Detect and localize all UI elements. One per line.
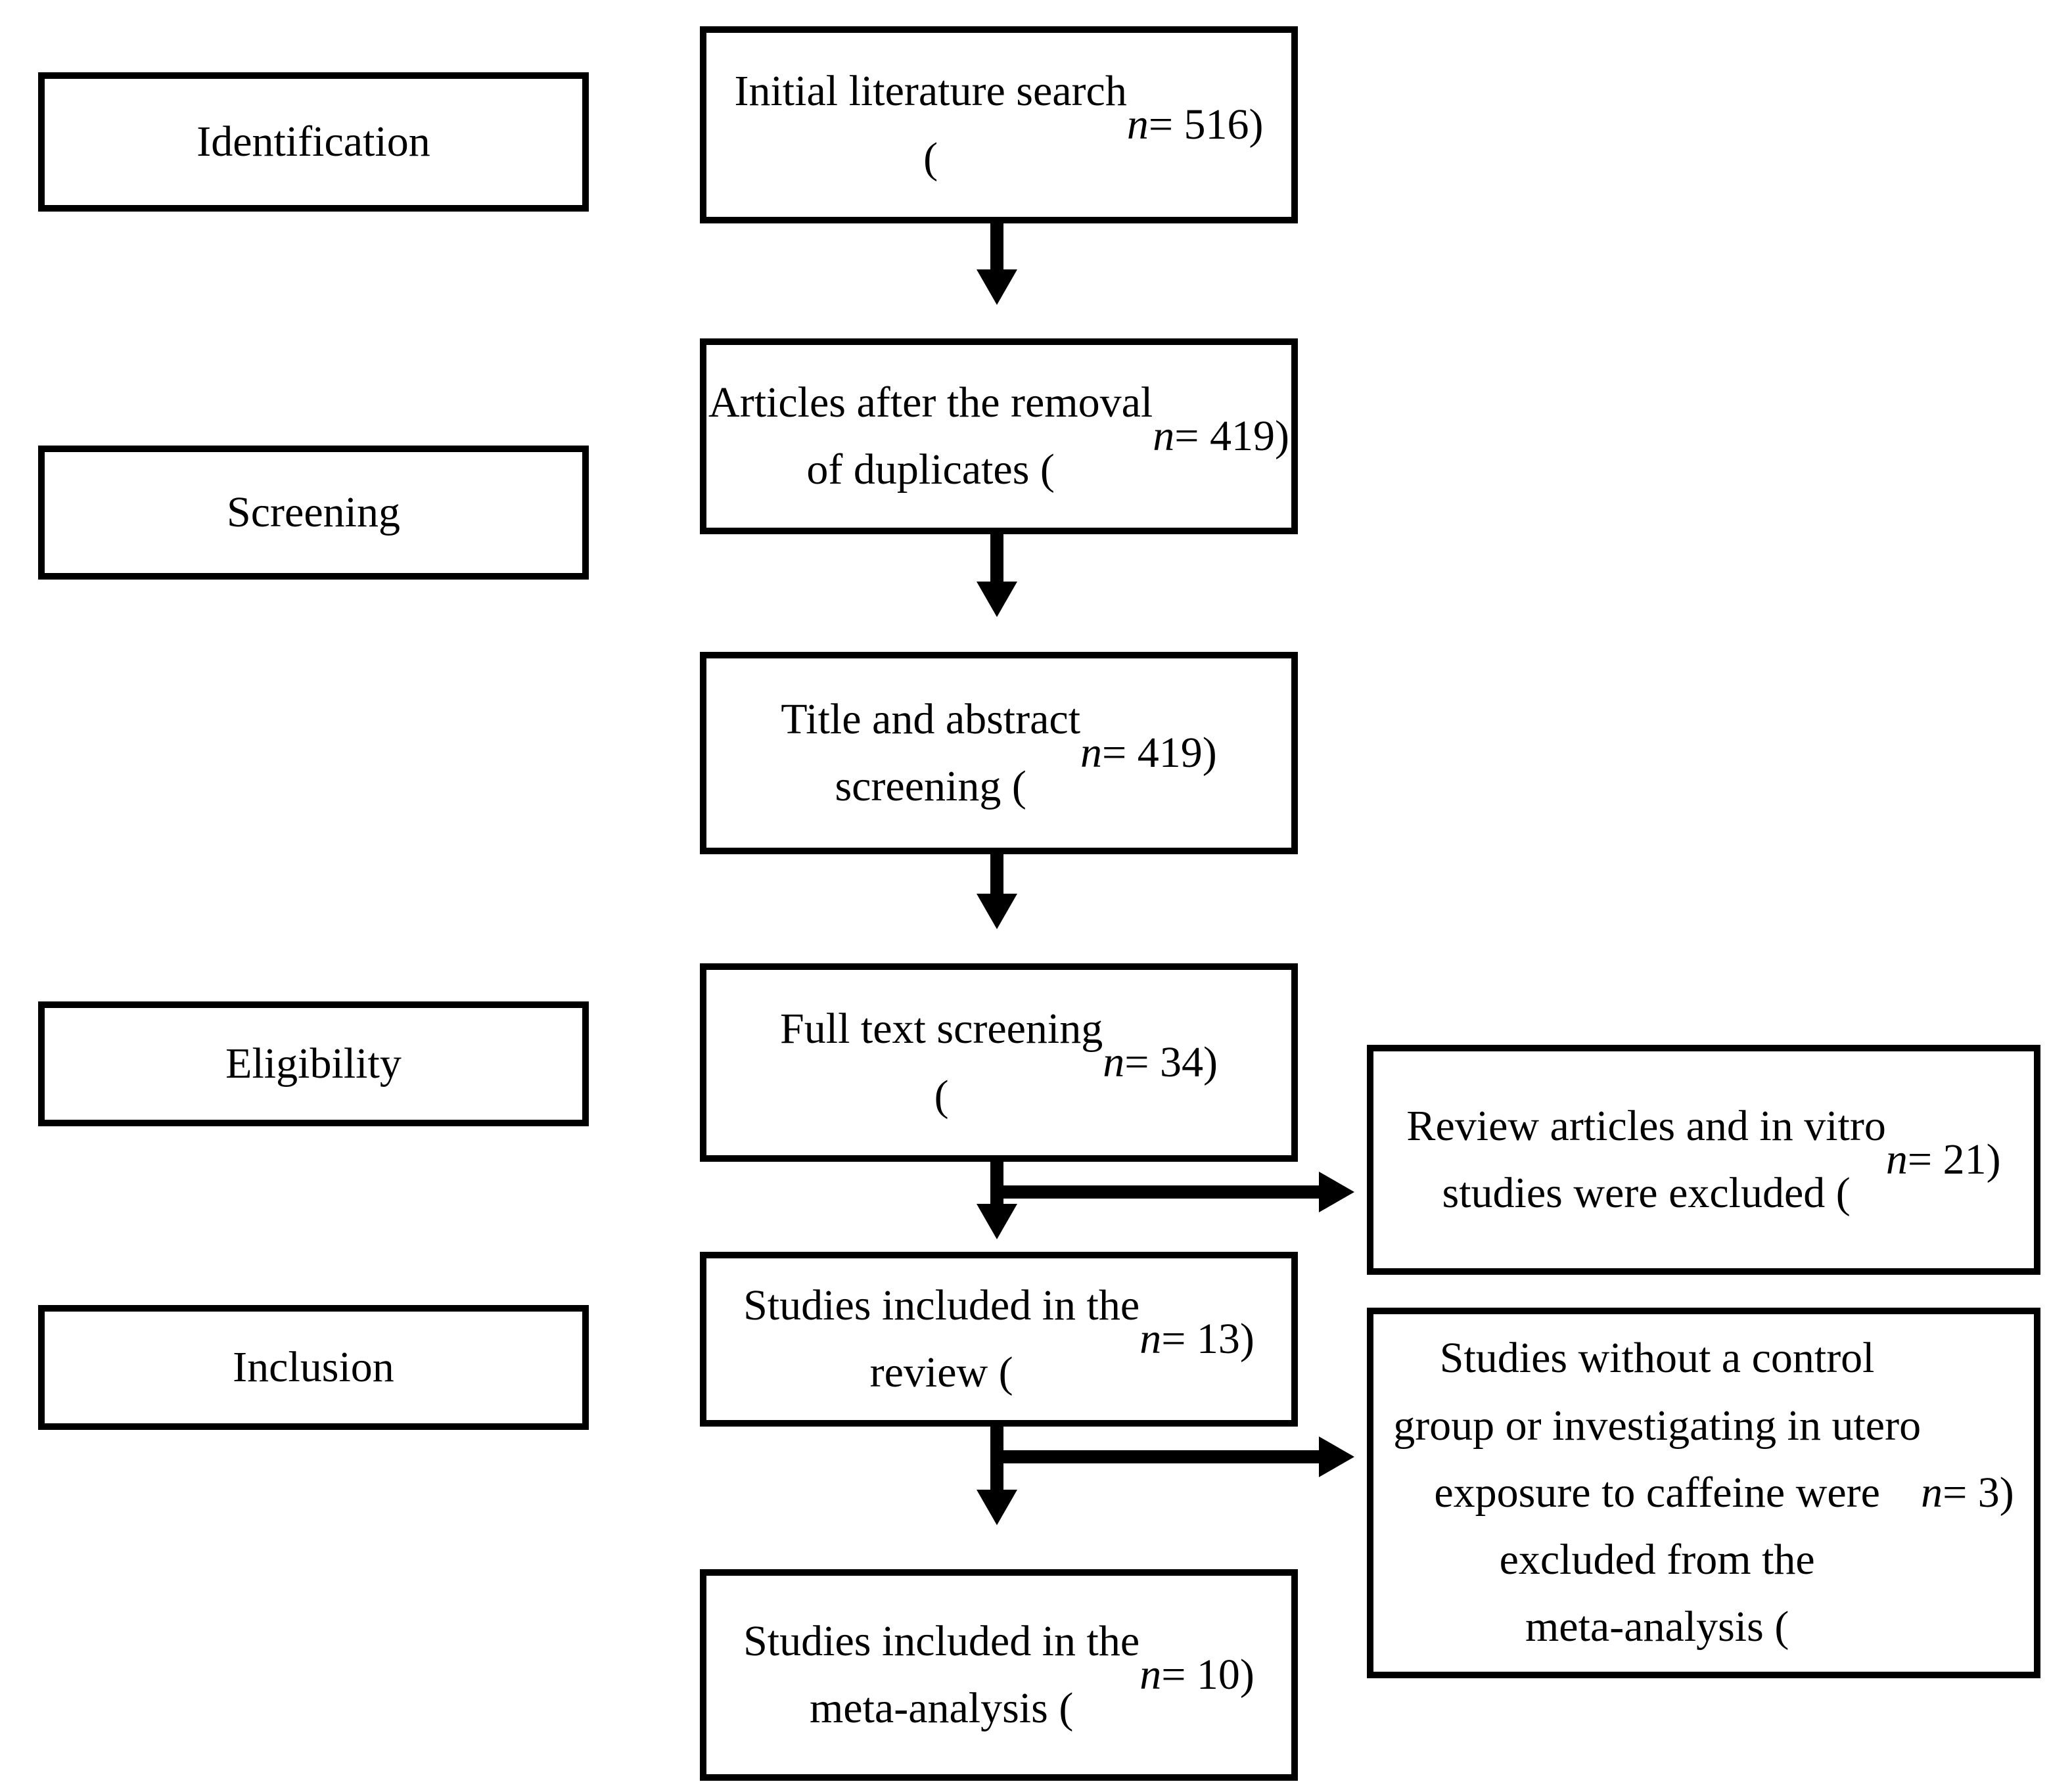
- arrow-shaft: [990, 1185, 1319, 1199]
- arrow-right-head: [1319, 1436, 1354, 1477]
- arrow-right-head: [1319, 1172, 1354, 1212]
- stage-box-inclusion: Inclusion: [38, 1305, 589, 1430]
- arrow-shaft: [990, 1160, 1003, 1206]
- flow-box-full-text-screening: Full text screening(n = 34): [700, 963, 1298, 1162]
- arrow-down-head: [977, 582, 1017, 617]
- stage-box-screening: Screening: [38, 446, 589, 580]
- arrow-down-head: [977, 1204, 1017, 1239]
- arrow-down-head: [977, 269, 1017, 305]
- arrow-shaft: [990, 1450, 1319, 1463]
- stage-box-identification: Identification: [38, 72, 589, 212]
- stage-box-eligibility: Eligibility: [38, 1001, 589, 1126]
- arrow-shaft: [990, 533, 1003, 584]
- flow-box-initial-literature-search: Initial literature search(n = 516): [700, 26, 1298, 223]
- arrow-down-head: [977, 1490, 1017, 1525]
- arrow-down-head: [977, 894, 1017, 929]
- arrow-shaft: [990, 222, 1003, 272]
- arrow-shaft: [990, 853, 1003, 896]
